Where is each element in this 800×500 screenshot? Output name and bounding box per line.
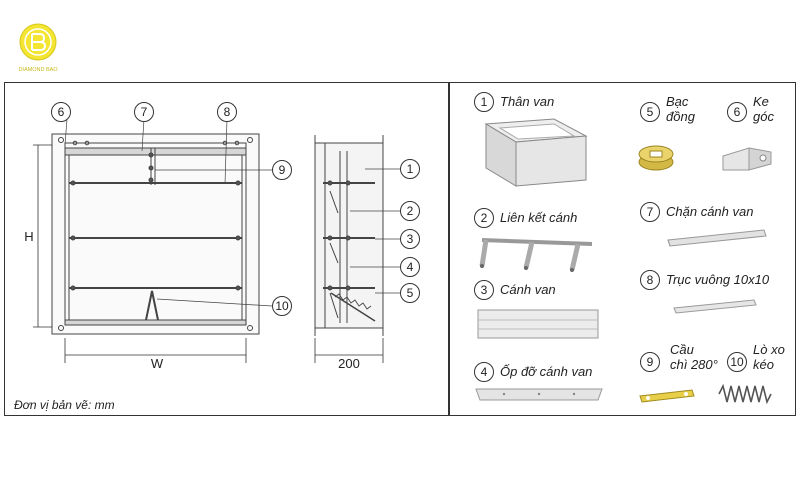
svg-text:2: 2: [407, 204, 414, 218]
callout-8: 8: [217, 102, 237, 122]
svg-text:5: 5: [407, 286, 414, 300]
svg-text:7: 7: [141, 105, 148, 119]
blade-icon: [477, 309, 599, 339]
company-logo: DIAMOND BAO: [14, 20, 62, 76]
callout-4: 4: [400, 257, 420, 277]
unit-note: Đơn vị bản vẽ: mm: [14, 398, 115, 412]
drawing-frame: [4, 82, 796, 416]
svg-text:6: 6: [58, 105, 65, 119]
width-dimension-label: W: [151, 356, 164, 371]
corner-bracket-icon: [722, 147, 772, 171]
callout-7: 7: [134, 102, 154, 122]
tension-spring-icon: [718, 383, 772, 405]
technical-drawing: H W 200 6 7 8 9 10 1: [24, 102, 420, 371]
callout-2: 2: [400, 201, 420, 221]
callout-6: 6: [51, 102, 71, 122]
bronze-bushing-icon: [638, 145, 674, 171]
callout-1: 1: [400, 159, 420, 179]
blade-stop-icon: [667, 229, 767, 247]
logo-text: DIAMOND BAO: [18, 67, 58, 73]
fusible-link-icon: [639, 389, 695, 403]
svg-text:8: 8: [224, 105, 231, 119]
callout-10: 10: [272, 296, 292, 316]
depth-dimension-label: 200: [338, 356, 360, 371]
svg-text:3: 3: [407, 232, 414, 246]
blade-linkage-icon: [479, 238, 593, 272]
square-shaft-icon: [673, 299, 757, 314]
callout-3: 3: [400, 229, 420, 249]
frame-divider: [448, 82, 450, 416]
svg-text:9: 9: [279, 163, 286, 177]
svg-text:4: 4: [407, 260, 414, 274]
svg-text:1: 1: [407, 162, 414, 176]
callout-5: 5: [400, 283, 420, 303]
damper-body-icon: [484, 118, 588, 187]
svg-text:10: 10: [275, 299, 289, 313]
callout-9: 9: [272, 160, 292, 180]
blade-support-icon: [475, 388, 603, 401]
height-dimension-label: H: [24, 229, 33, 244]
